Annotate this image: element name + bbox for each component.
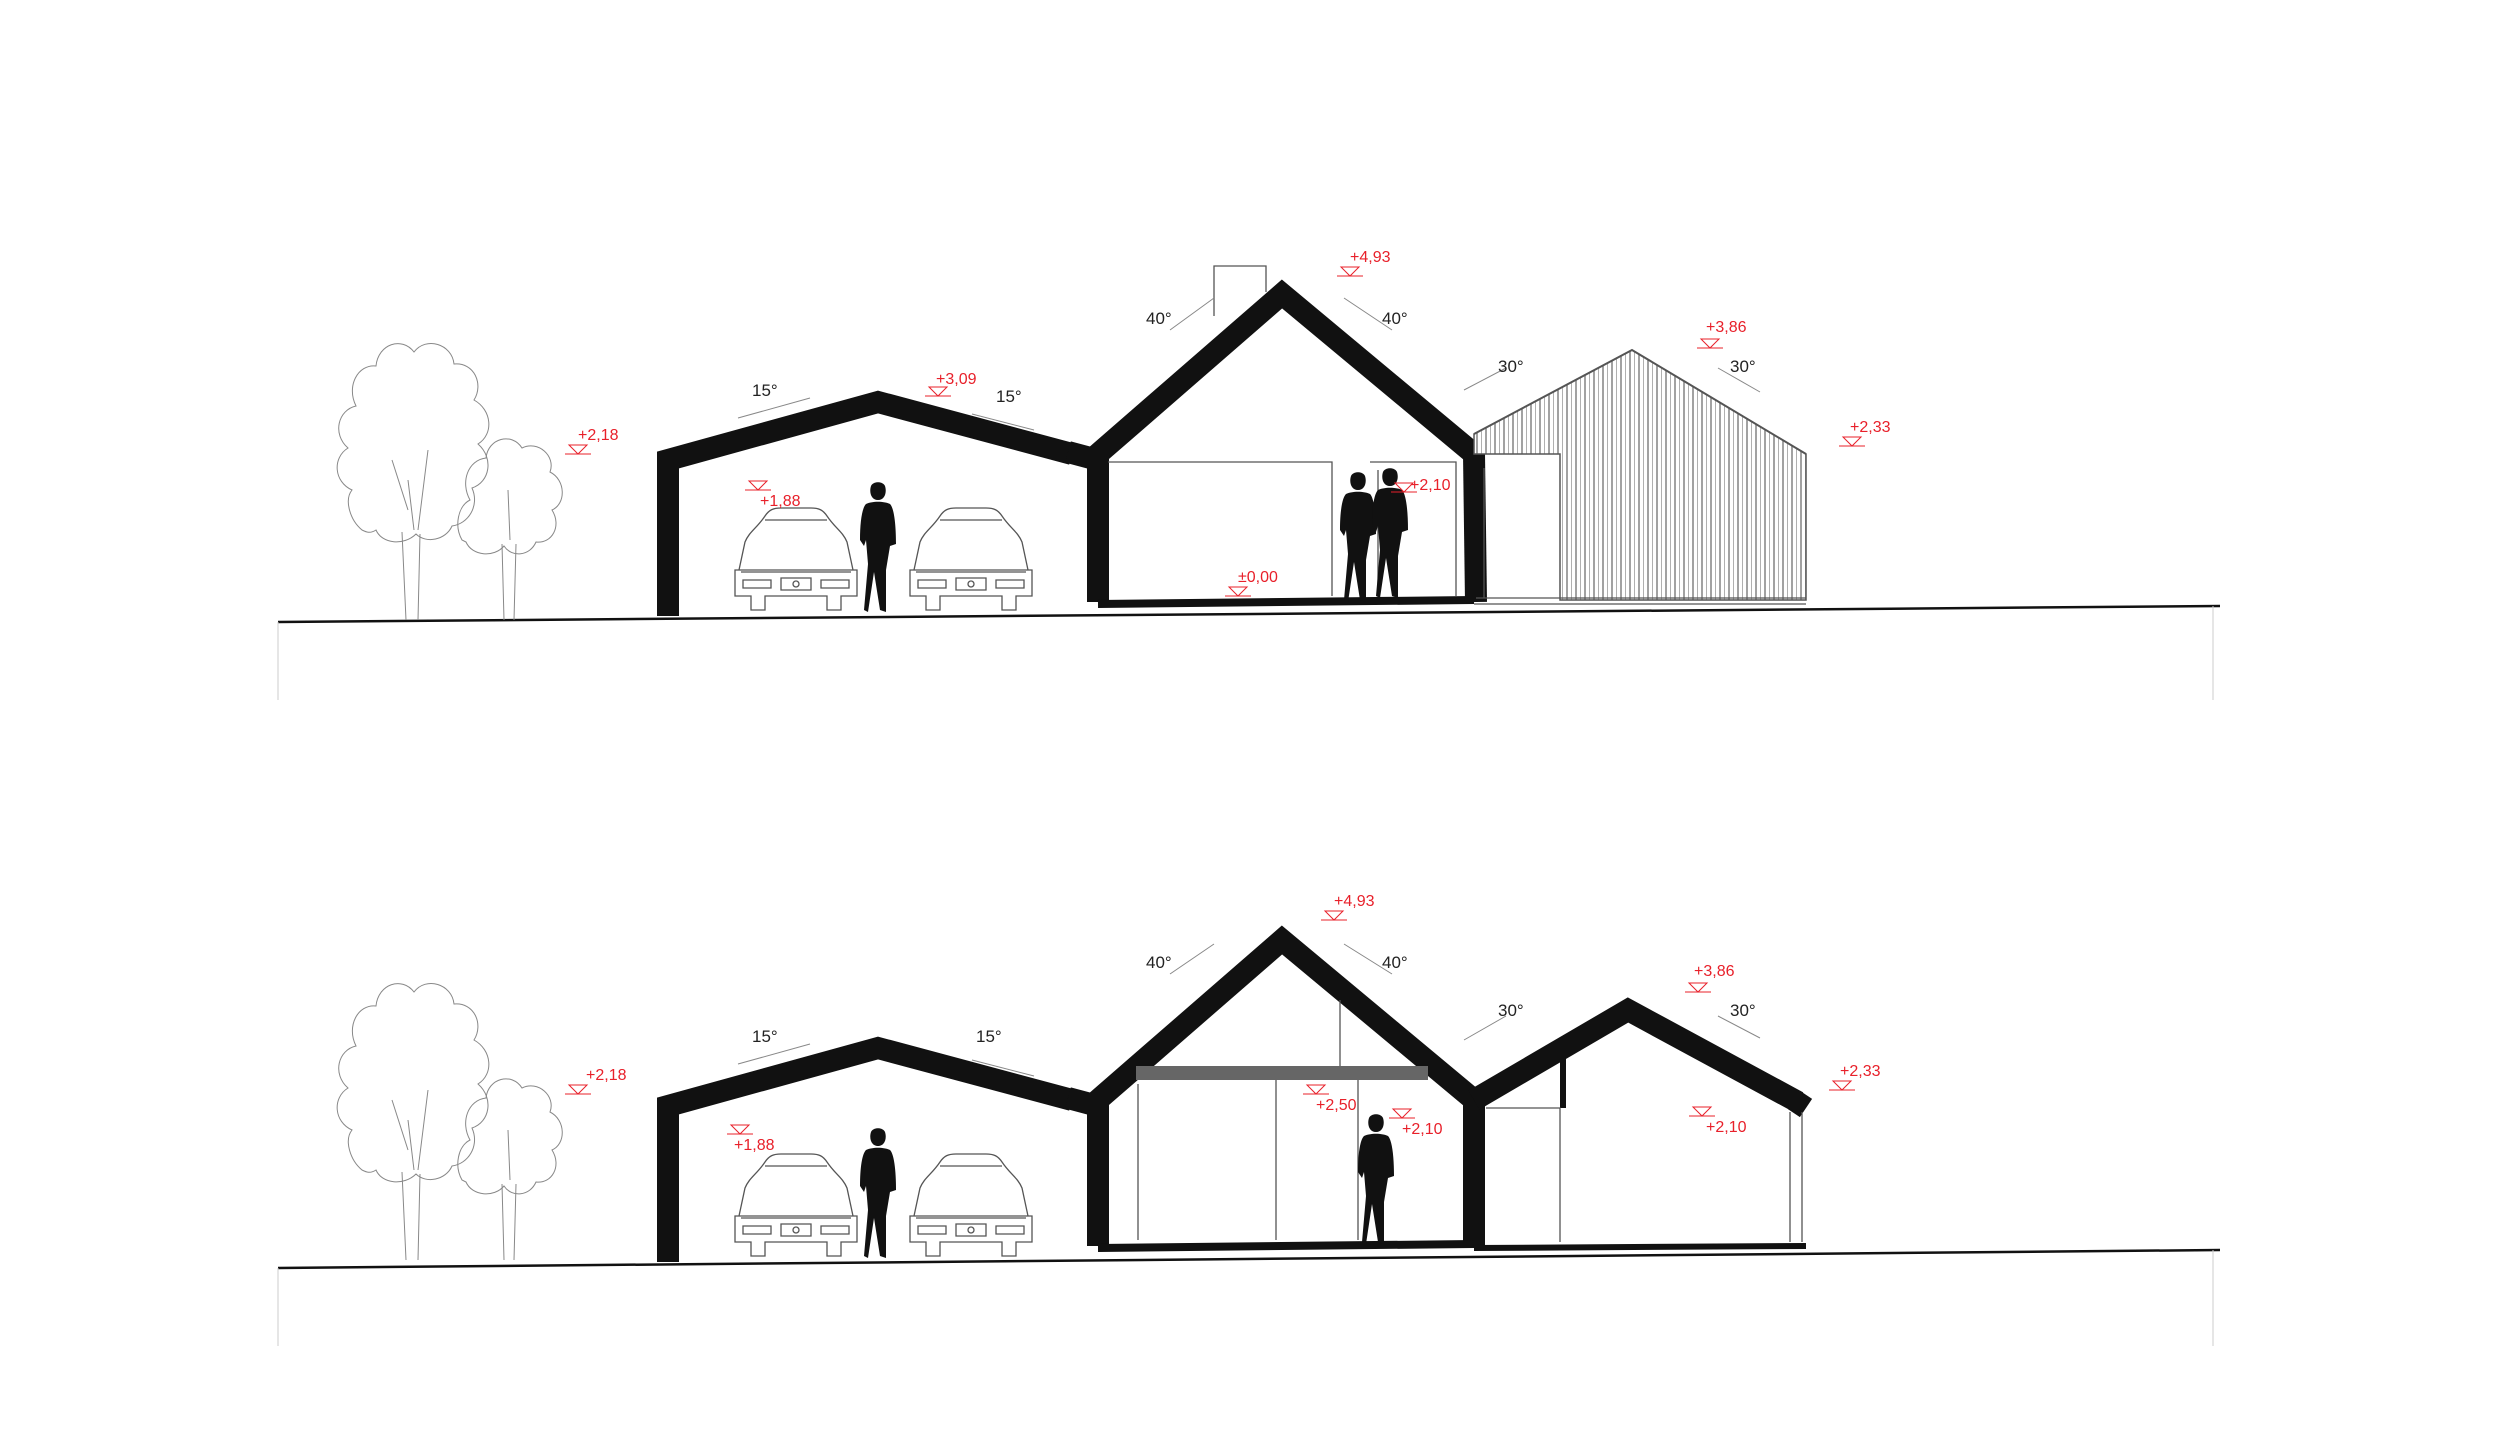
level-floor: ±0,00 [1238, 569, 1278, 586]
section-lower: +1,88 +2,18 +4,93 +2,50 +2,10 +3,86 +2,1… [277, 893, 2221, 1346]
level-tree: +2,18 [586, 1067, 627, 1084]
angle-indicator-line [737, 297, 1761, 431]
level-marker [1336, 266, 1364, 277]
car-right [909, 1153, 1033, 1257]
angle-annex-left: 30° [1498, 357, 1524, 376]
level-main-ridge: +4,93 [1334, 893, 1375, 910]
tree-outline [336, 342, 563, 621]
ground-line [277, 604, 2221, 624]
level-marker [1828, 1080, 1856, 1091]
angle-annex-right: 30° [1730, 1001, 1756, 1020]
level-marker [1684, 982, 1712, 993]
car-right [909, 507, 1033, 611]
level-marker [1320, 910, 1348, 921]
level-annex-eave: +2,33 [1850, 419, 1891, 436]
angle-main-left: 40° [1146, 309, 1172, 328]
annex-frame [1468, 997, 1804, 1112]
level-marker [1388, 1108, 1416, 1119]
level-marker [1224, 586, 1252, 597]
person-silhouette [860, 1128, 896, 1258]
level-marker [1302, 1084, 1330, 1095]
level-beam: +2,50 [1316, 1097, 1357, 1114]
section-upper: +3,09 +1,88 +2,18 +4,93 ±0,00 +2,10 +3,8… [277, 249, 2221, 700]
angle-main-right: 40° [1382, 309, 1408, 328]
car-left [734, 1153, 858, 1257]
level-main-ridge: +4,93 [1350, 249, 1391, 266]
annex-entry-lines [1474, 468, 1806, 605]
level-annex-eave: +2,33 [1840, 1063, 1881, 1080]
level-garage-height: +1,88 [760, 493, 801, 510]
chimney [1213, 265, 1267, 316]
annex-interior-lines [1486, 1107, 1803, 1242]
angle-garage-right: 15° [976, 1027, 1002, 1046]
angle-annex-left: 30° [1498, 1001, 1524, 1020]
main-house-frame [1087, 279, 1482, 602]
car-left [734, 507, 858, 611]
ground-edge [277, 1250, 2214, 1346]
level-marker [924, 386, 952, 397]
angle-garage-left: 15° [752, 1027, 778, 1046]
person-silhouette [1340, 472, 1376, 602]
level-garage-height: +1,88 [734, 1137, 775, 1154]
roof-beam [1136, 1066, 1428, 1080]
level-marker [744, 480, 772, 491]
angle-garage-left: 15° [752, 381, 778, 400]
level-marker [1838, 436, 1866, 447]
annex-eave-cap [1787, 1090, 1813, 1118]
annex-cladding [1473, 349, 1807, 601]
annex-roof-line [1473, 348, 1807, 455]
level-annex-ridge: +3,86 [1706, 319, 1747, 336]
angle-annex-right: 30° [1730, 357, 1756, 376]
level-marker [564, 444, 592, 455]
level-marker [564, 1084, 592, 1095]
angle-garage-right: 15° [996, 387, 1022, 406]
level-marker [1696, 338, 1724, 349]
level-annex-door: +2,10 [1706, 1119, 1747, 1136]
annex-link-wall [1463, 453, 1487, 603]
level-garage-ridge: +3,09 [936, 371, 977, 388]
level-door: +2,10 [1410, 477, 1451, 494]
ground-edge [277, 606, 2214, 700]
main-interior-lines [1137, 1000, 1359, 1240]
ground-line [277, 1248, 2221, 1270]
main-floor-slab [1097, 1240, 1475, 1252]
person-silhouette [860, 482, 896, 612]
level-door-main: +2,10 [1402, 1121, 1443, 1138]
annex-floor-slab [1473, 1243, 1807, 1251]
annex-post [1560, 1056, 1566, 1108]
angle-main-left: 40° [1146, 953, 1172, 972]
level-tree: +2,18 [578, 427, 619, 444]
main-floor-slab [1097, 596, 1475, 608]
level-marker [726, 1124, 754, 1135]
main-house-frame [1087, 925, 1485, 1246]
angle-indicator-line [737, 943, 1761, 1077]
garage-wall-frame [657, 1036, 1075, 1262]
level-annex-ridge: +3,86 [1694, 963, 1735, 980]
person-silhouette [1358, 1114, 1394, 1244]
garage-wall-frame [657, 390, 1075, 616]
tree-outline [336, 982, 563, 1261]
level-marker [1688, 1106, 1716, 1117]
angle-main-right: 40° [1382, 953, 1408, 972]
